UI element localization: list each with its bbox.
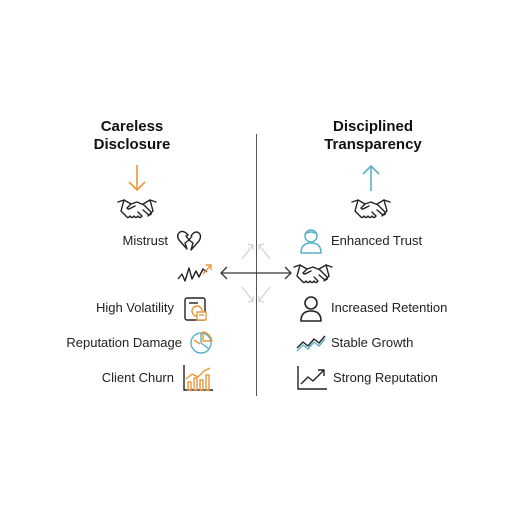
right-item-stable-growth-label: Stable Growth: [331, 335, 414, 350]
pie-chart-icon: [190, 331, 213, 354]
left-title: Careless Disclosure: [62, 118, 202, 154]
wave-line-icon: [296, 335, 326, 352]
left-title-line1: Careless: [100, 118, 164, 135]
broken-heart-icon: [177, 230, 202, 251]
person-icon: [300, 229, 322, 254]
right-title-line2: Transparency: [324, 136, 422, 153]
handshake-icon: [293, 264, 333, 284]
double-arrow-icon: [220, 243, 292, 303]
left-title-line2: Disclosure: [93, 136, 171, 153]
right-title-line1: Disciplined: [332, 118, 414, 135]
up-arrow-icon: [362, 164, 380, 191]
left-item-high-volatility-label: High Volatility: [95, 300, 174, 315]
right-item-strong-reputation-label: Strong Reputation: [333, 370, 438, 385]
right-item-increased-retention-label: Increased Retention: [331, 300, 448, 315]
left-item-reputation-damage-label: Reputation Damage: [66, 335, 182, 350]
bar-chart-icon: [183, 365, 213, 391]
left-item-mistrust-label: Mistrust: [122, 233, 169, 248]
handshake-icon: [117, 199, 157, 219]
down-arrow-icon: [128, 165, 146, 192]
center-divider: [256, 134, 257, 396]
right-title: Disciplined Transparency: [300, 118, 446, 154]
handshake-icon: [351, 199, 391, 219]
trend-up-icon: [297, 366, 327, 390]
person-icon: [300, 296, 322, 322]
left-item-client-churn-label: Client Churn: [101, 370, 174, 385]
document-seal-icon: [184, 297, 207, 321]
right-item-enhanced-trust-label: Enhanced Trust: [331, 233, 423, 248]
volatile-line-icon: [177, 264, 212, 282]
